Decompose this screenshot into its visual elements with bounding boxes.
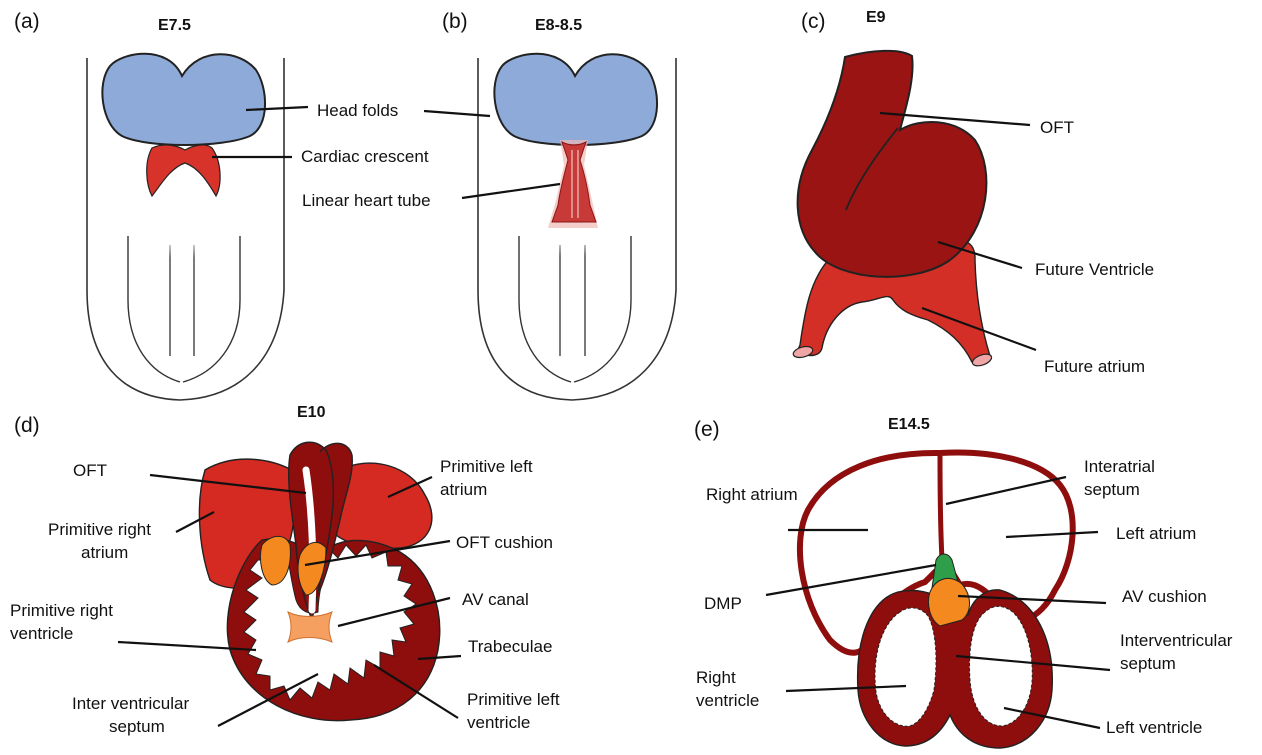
- panel-letter-a: (a): [14, 10, 40, 34]
- label-oft-c: OFT: [1040, 117, 1074, 139]
- label-inter-ventricular-septum-2: septum: [109, 716, 165, 738]
- label-trabeculae: Trabeculae: [468, 636, 552, 658]
- panel-letter-b: (b): [442, 10, 468, 34]
- label-dmp: DMP: [704, 593, 742, 615]
- panel-b-drawing: [478, 54, 676, 400]
- panel-letter-c: (c): [801, 10, 826, 34]
- label-right-ventricle-2: ventricle: [696, 690, 759, 712]
- label-left-ventricle: Left ventricle: [1106, 717, 1202, 739]
- inner-line-b-left: [519, 236, 571, 382]
- stage-title-a: E7.5: [158, 17, 191, 35]
- panel-c-drawing: [792, 51, 993, 368]
- stage-title-b: E8-8.5: [535, 17, 582, 35]
- head-folds-a: [102, 54, 265, 145]
- av-cushion-e: [928, 578, 969, 626]
- label-left-atrium: Left atrium: [1116, 523, 1196, 545]
- label-oft-d: OFT: [73, 460, 107, 482]
- label-interventricular-septum-2: septum: [1120, 653, 1176, 675]
- inner-line-b-right: [574, 236, 631, 382]
- head-folds-b: [494, 54, 657, 145]
- label-prim-left-ventricle-2: ventricle: [467, 712, 530, 734]
- interatrial-septum-e: [940, 456, 942, 560]
- future-ventricle-c: [798, 51, 987, 277]
- label-interatrial-septum-1: Interatrial: [1084, 456, 1155, 478]
- label-av-canal: AV canal: [462, 589, 529, 611]
- label-prim-right-ventricle-1: Primitive right: [10, 600, 113, 622]
- label-inter-ventricular-septum-1: Inter ventricular: [72, 693, 189, 715]
- label-interatrial-septum-2: septum: [1084, 479, 1140, 501]
- label-linear-heart-tube: Linear heart tube: [302, 190, 431, 212]
- label-prim-right-ventricle-2: ventricle: [10, 623, 73, 645]
- label-future-atrium: Future atrium: [1044, 356, 1145, 378]
- cardiac-crescent-a: [147, 145, 220, 196]
- stage-title-c: E9: [866, 9, 886, 27]
- label-cardiac-crescent: Cardiac crescent: [301, 146, 429, 168]
- label-interventricular-septum-1: Interventricular: [1120, 630, 1232, 652]
- label-right-ventricle-1: Right: [696, 667, 736, 689]
- label-future-ventricle: Future Ventricle: [1035, 259, 1154, 281]
- label-right-atrium: Right atrium: [706, 484, 798, 506]
- label-prim-left-atrium-1: Primitive left: [440, 456, 533, 478]
- label-prim-left-atrium-2: atrium: [440, 479, 487, 501]
- stage-title-d: E10: [297, 404, 325, 422]
- av-canal-d: [288, 612, 332, 642]
- panel-letter-d: (d): [14, 414, 40, 438]
- label-oft-cushion: OFT cushion: [456, 532, 553, 554]
- label-prim-right-atrium-2: atrium: [81, 542, 128, 564]
- stage-title-e: E14.5: [888, 416, 930, 434]
- linear-heart-tube-b: [552, 142, 596, 222]
- panel-a-drawing: [87, 54, 284, 400]
- label-prim-left-ventricle-1: Primitive left: [467, 689, 560, 711]
- panel-letter-e: (e): [694, 418, 720, 442]
- label-prim-right-atrium-1: Primitive right: [48, 519, 151, 541]
- atrium-opening-left: [792, 345, 814, 360]
- label-head-folds: Head folds: [317, 100, 398, 122]
- label-av-cushion: AV cushion: [1122, 586, 1207, 608]
